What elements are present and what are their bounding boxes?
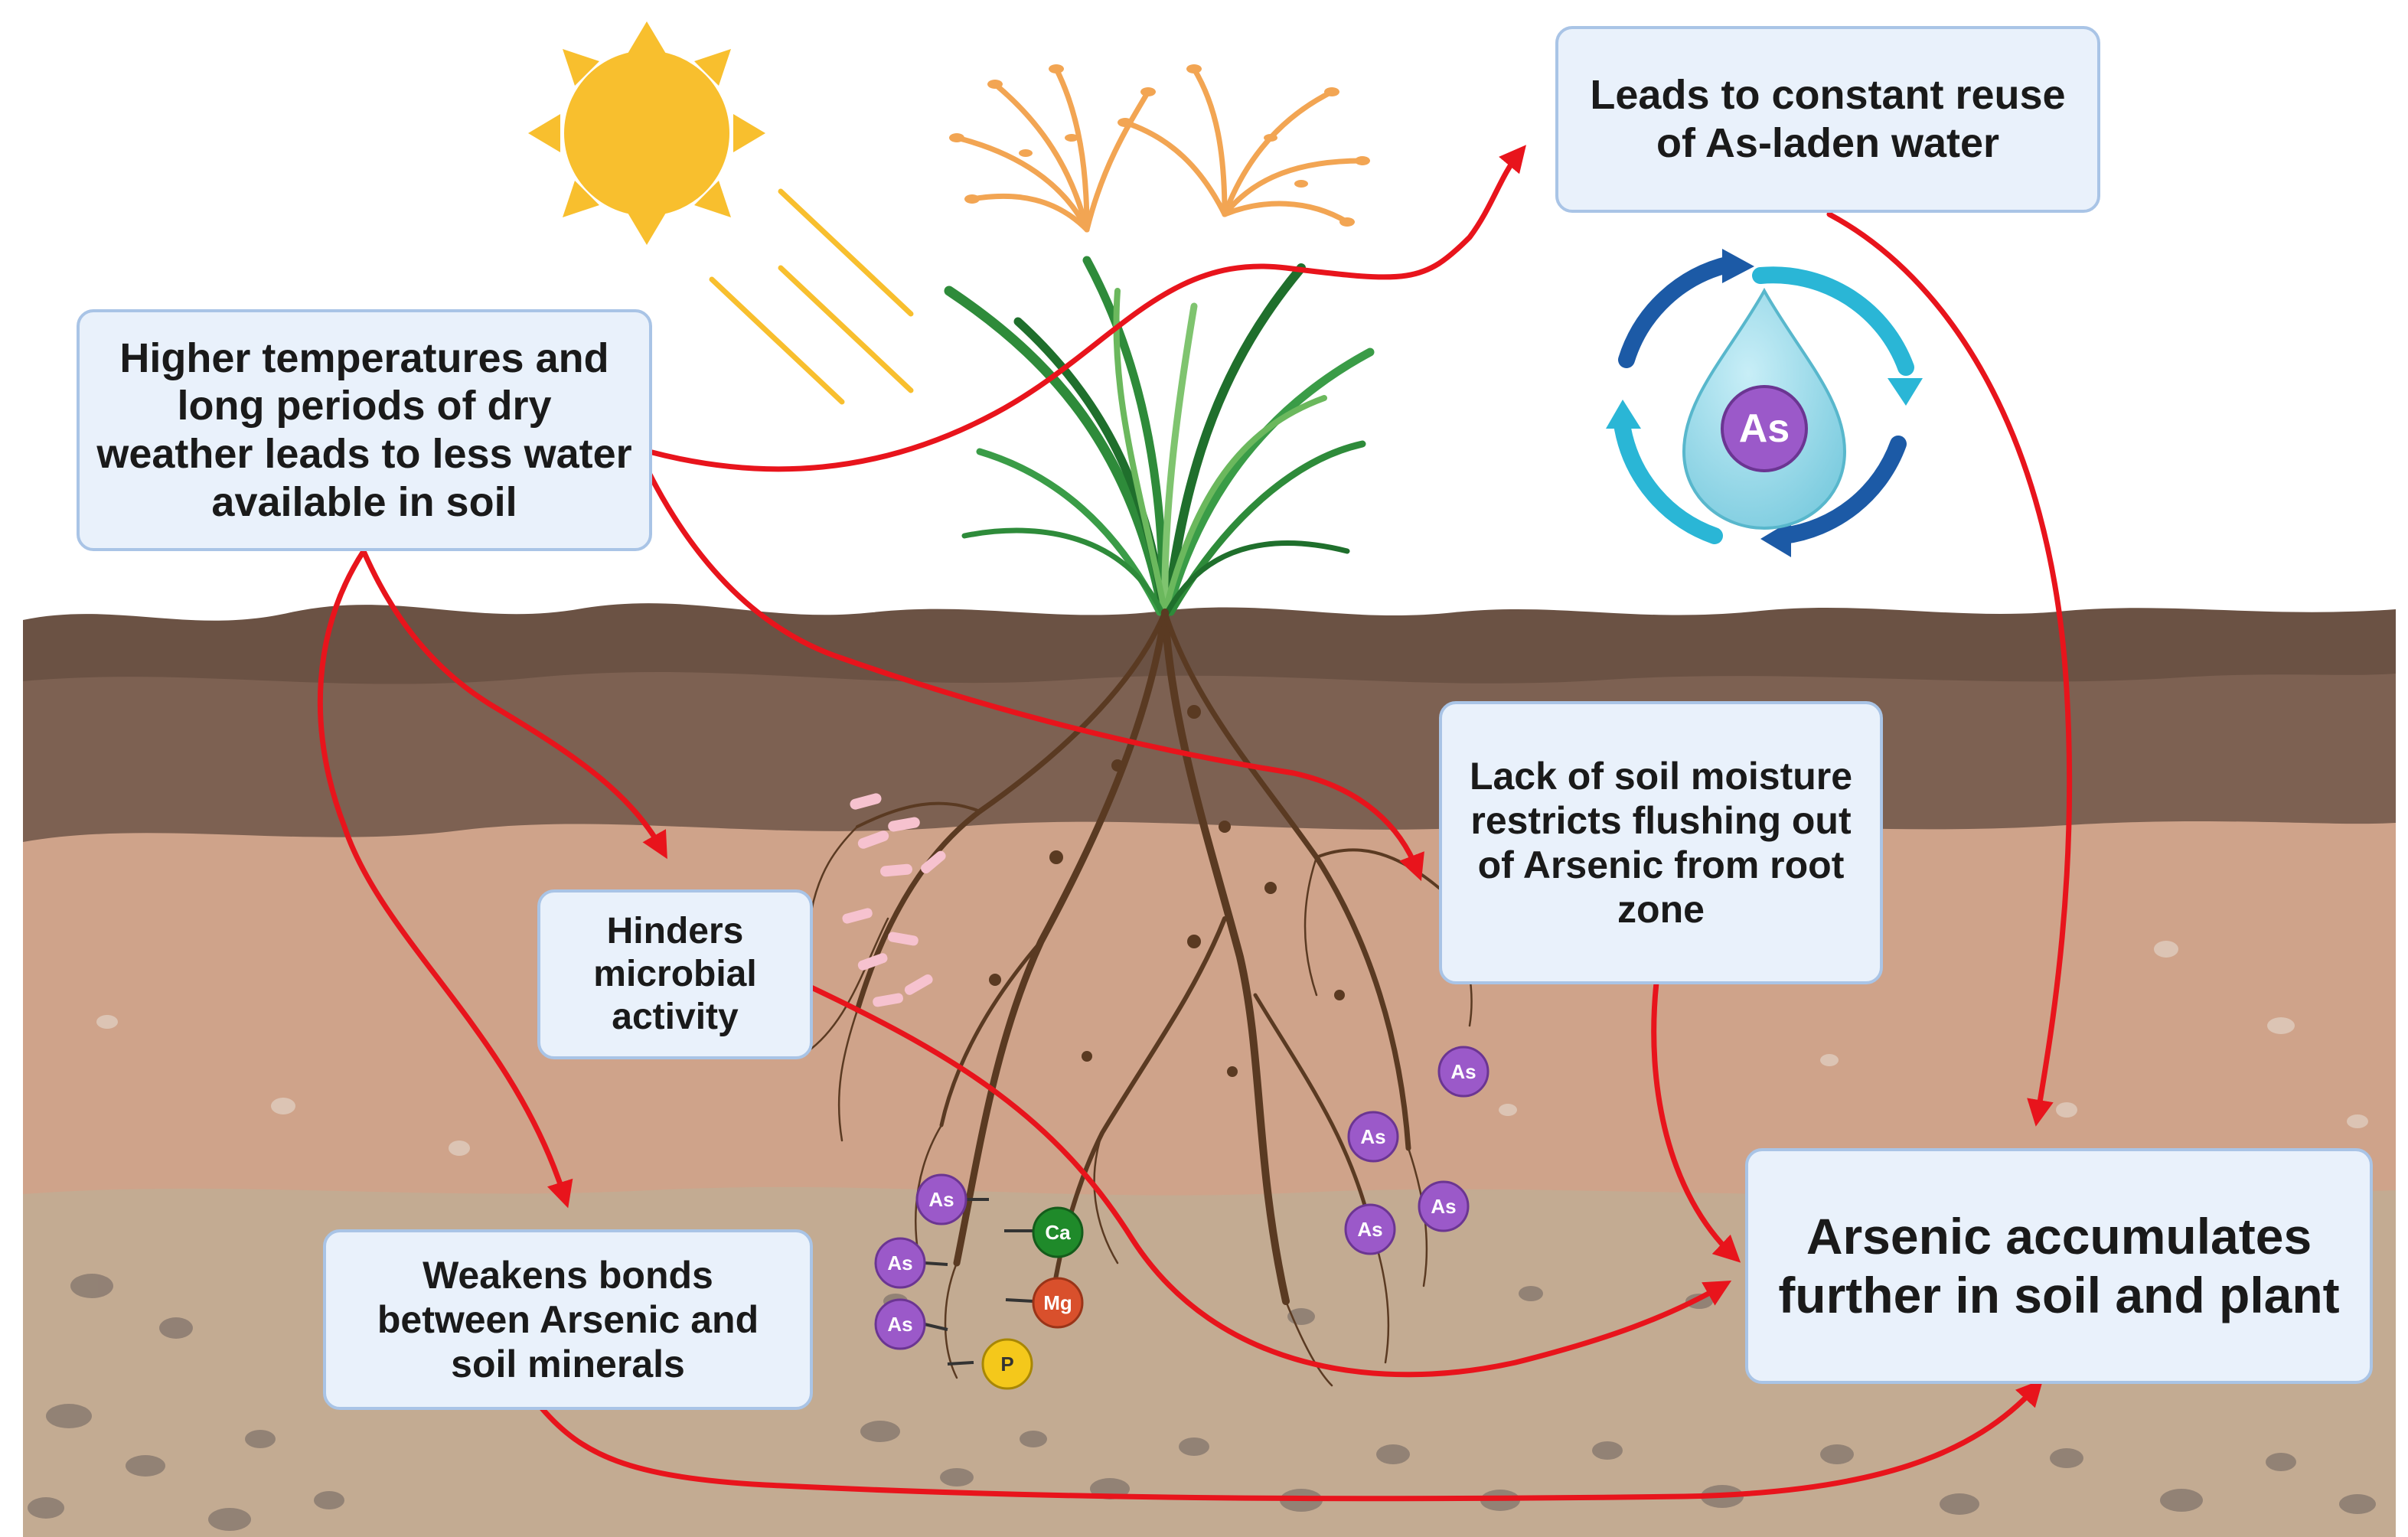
- box-weakens-bonds-text: Weakens bonds between Arsenic and soil m…: [377, 1254, 759, 1385]
- arrow-to-weakens: [317, 548, 573, 1209]
- as-atom: As: [1437, 1046, 1490, 1098]
- box-reuse-water: Leads to constant reuse of As-laden wate…: [1555, 26, 2100, 213]
- p-atom: P: [981, 1338, 1033, 1390]
- box-hinders-microbial: Hinders microbial activity: [537, 889, 813, 1059]
- svg-text:As: As: [1360, 1125, 1385, 1148]
- box-arsenic-accumulates: Arsenic accumulates further in soil and …: [1745, 1148, 2373, 1384]
- as-atom: As: [874, 1237, 926, 1289]
- arrows: [317, 145, 2073, 1502]
- box-lack-soil-moisture: Lack of soil moisture restricts flushing…: [1439, 701, 1883, 984]
- box-higher-temperatures-text: Higher temperatures and long periods of …: [96, 334, 632, 525]
- svg-text:As: As: [1450, 1060, 1476, 1083]
- svg-text:As: As: [1357, 1218, 1382, 1241]
- arrow-to-lack-moisture: [646, 470, 1424, 882]
- rice-plant: [944, 64, 1375, 618]
- svg-text:P: P: [1000, 1353, 1013, 1375]
- box-arsenic-accumulates-text: Arsenic accumulates further in soil and …: [1778, 1208, 2340, 1323]
- microbes: [842, 793, 946, 1007]
- svg-text:As: As: [1739, 406, 1790, 451]
- svg-text:As: As: [928, 1188, 954, 1211]
- mg-atom: Mg: [1032, 1277, 1084, 1329]
- arsenic-water-cycle-icon: As: [1606, 249, 1923, 557]
- as-atom: As: [1344, 1203, 1396, 1255]
- soil-pebbles: [96, 941, 2368, 1156]
- box-hinders-microbial-text: Hinders microbial activity: [593, 911, 757, 1037]
- sun-icon: [528, 21, 914, 405]
- arrow-hinders-to-accumulates: [808, 984, 1732, 1378]
- ca-atom: Ca: [1032, 1206, 1084, 1258]
- arrow-weakens-to-accumulates: [539, 1379, 2044, 1502]
- as-atom: As: [1418, 1180, 1470, 1232]
- box-higher-temperatures: Higher temperatures and long periods of …: [77, 309, 652, 551]
- as-atom: As: [915, 1173, 967, 1225]
- svg-text:Ca: Ca: [1045, 1221, 1071, 1244]
- svg-text:As: As: [1431, 1195, 1456, 1218]
- arrow-lack-to-accumulates: [1651, 980, 1741, 1263]
- arrow-to-hinders: [361, 548, 667, 860]
- arrow-reuse-to-accumulates: [1826, 211, 2073, 1127]
- as-atom: As: [1347, 1111, 1399, 1163]
- svg-text:Mg: Mg: [1043, 1291, 1072, 1314]
- box-reuse-water-text: Leads to constant reuse of As-laden wate…: [1590, 72, 2066, 166]
- svg-text:As: As: [887, 1251, 912, 1274]
- chemical-atoms: As As As Ca Mg P As As As As: [874, 1046, 1490, 1390]
- box-weakens-bonds: Weakens bonds between Arsenic and soil m…: [323, 1229, 813, 1410]
- svg-text:As: As: [887, 1313, 912, 1336]
- as-atom: As: [874, 1298, 926, 1350]
- box-lack-soil-moisture-text: Lack of soil moisture restricts flushing…: [1469, 755, 1853, 931]
- arrow-to-reuse: [646, 145, 1526, 472]
